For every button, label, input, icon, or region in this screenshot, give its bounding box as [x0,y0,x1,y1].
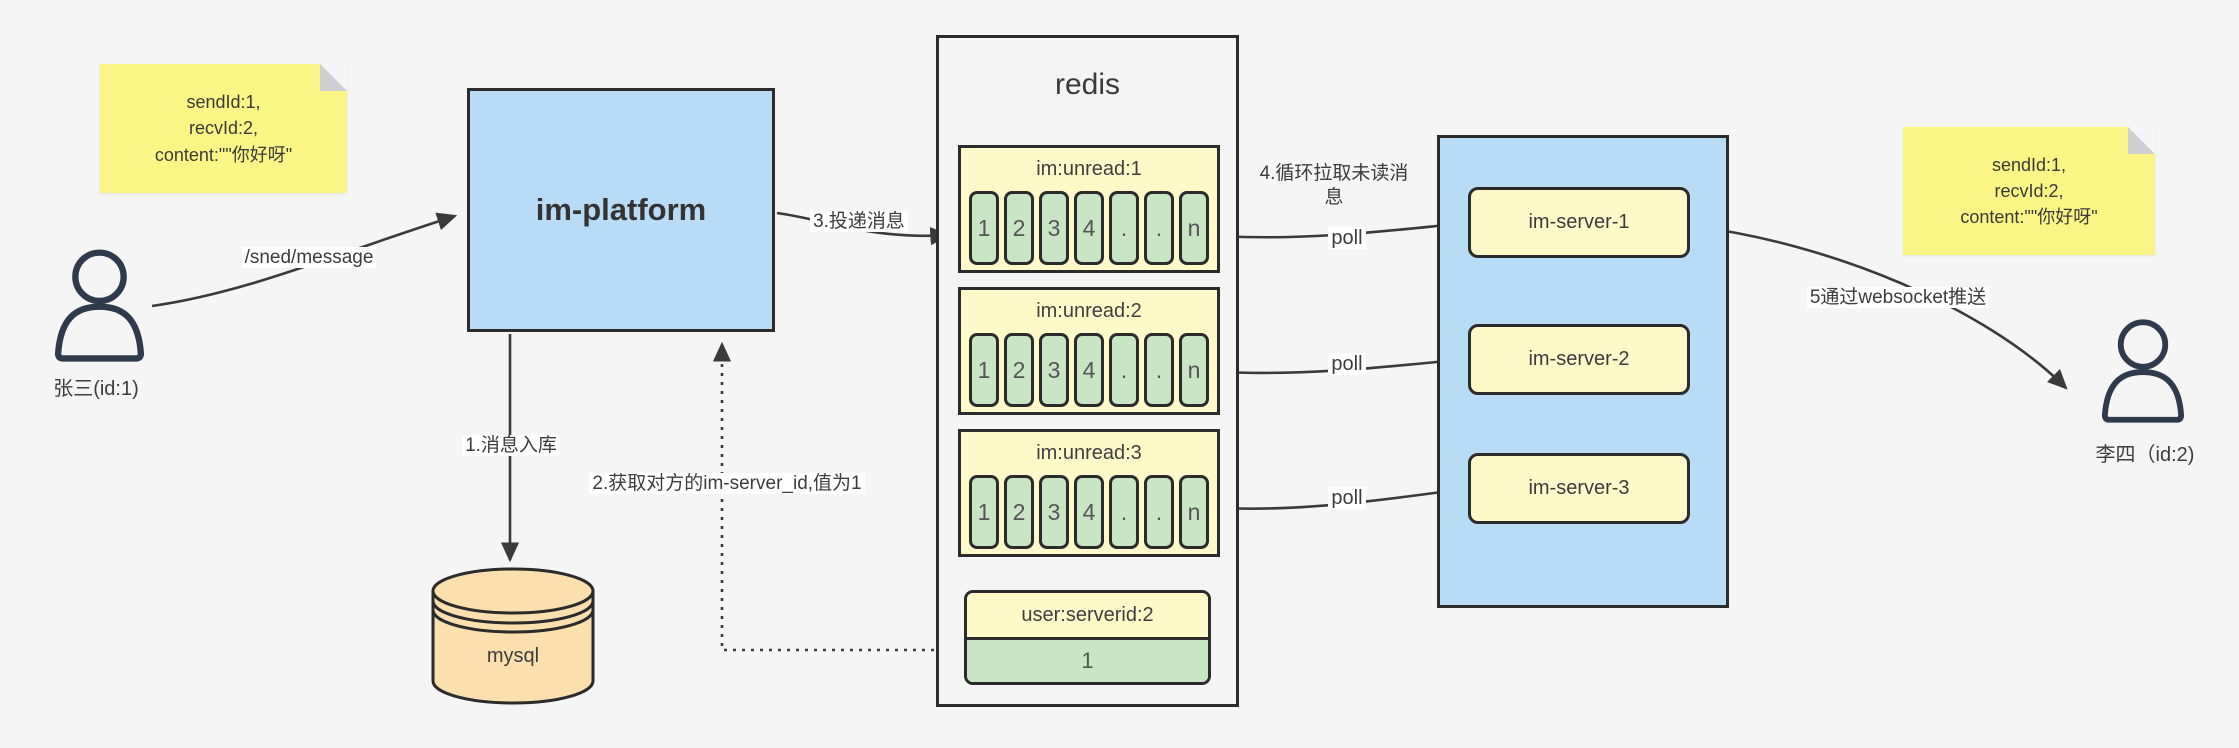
edge-label-step1: 1.消息入库 [454,434,568,458]
redis-title: redis [1054,68,1121,101]
im-server-2-box: im-server-2 [1468,324,1690,395]
im-server-1-label: im-server-1 [1528,211,1630,233]
edge-label-step4: 4.循环拉取未读消息 [1259,163,1409,208]
im-platform-label: im-platform [535,192,707,227]
person-icon-receiver [2101,319,2185,423]
redis-kv-user-serverid: user:serverid:2 1 [964,590,1211,685]
queue-cells: 1 2 3 4 . . n [961,333,1217,407]
im-server-1-box: im-server-1 [1468,187,1690,258]
queue-cell: . [1109,191,1139,265]
redis-queue-unread-1: im:unread:1 1 2 3 4 . . n [958,145,1220,273]
queue-cell: . [1109,333,1139,407]
queue-cell: 2 [1004,333,1034,407]
lookup-serverid-dashed-arrow [712,341,961,652]
queue-title: im:unread:3 [1036,442,1142,464]
mysql-label: mysql [486,645,540,667]
queue-cell: n [1179,191,1209,265]
queue-cell: 1 [969,333,999,407]
im-platform-box: im-platform [467,88,775,332]
queue-cell: 2 [1004,191,1034,265]
queue-cell: 3 [1039,191,1069,265]
edge-label-poll-3: poll [1320,486,1374,511]
kv-value: 1 [967,640,1208,682]
queue-title: im:unread:1 [1036,158,1142,180]
edge-label-poll-2: poll [1320,352,1374,377]
edge-label-step2: 2.获取对方的im-server_id,值为1 [572,472,882,496]
queue-cell: . [1144,191,1174,265]
note-fold-icon [2128,127,2155,154]
sender-label: 张三(id:1) [53,378,139,400]
im-server-3-box: im-server-3 [1468,453,1690,524]
edge-label-step3: 3.投递消息 [806,210,912,234]
queue-cell: 4 [1074,191,1104,265]
redis-queue-unread-2: im:unread:2 1 2 3 4 . . n [958,287,1220,415]
edge-label-step5: 5通过websocket推送 [1790,286,2006,310]
note-line: recvId:2, [188,118,259,139]
edge-label-poll-1: poll [1320,226,1374,251]
kv-key: user:serverid:2 [967,593,1208,640]
queue-cell: 3 [1039,475,1069,549]
queue-cells: 1 2 3 4 . . n [961,475,1217,549]
redis-queue-unread-3: im:unread:3 1 2 3 4 . . n [958,429,1220,557]
queue-cell: . [1109,475,1139,549]
edge-label-send-api: /sned/message [234,246,384,270]
note-line: sendId:1, [1991,154,2067,175]
queue-cell: 1 [969,475,999,549]
queue-title: im:unread:2 [1036,300,1142,322]
queue-cell: n [1179,333,1209,407]
note-line: sendId:1, [186,92,261,113]
note-fold-icon [320,64,347,91]
queue-cell: . [1144,333,1174,407]
queue-cells: 1 2 3 4 . . n [961,191,1217,265]
queue-cell: 4 [1074,475,1104,549]
note-line: content:""你好呀" [1960,207,2098,228]
im-server-2-label: im-server-2 [1528,348,1630,370]
queue-cell: 2 [1004,475,1034,549]
note-line: content:""你好呀" [154,144,293,165]
person-icon-sender [54,249,145,362]
sticky-note-receiver-payload: sendId:1, recvId:2, content:""你好呀" [1903,127,2155,255]
queue-cell: 4 [1074,333,1104,407]
receiver-label: 李四（id:2) [2095,444,2195,466]
note-line: recvId:2, [1994,180,2064,201]
queue-cell: n [1179,475,1209,549]
im-server-3-label: im-server-3 [1528,477,1630,499]
queue-cell: . [1144,475,1174,549]
queue-cell: 1 [969,191,999,265]
sticky-note-sender-payload: sendId:1, recvId:2, content:""你好呀" [100,64,347,193]
mysql-cylinder-icon [431,567,595,705]
queue-cell: 3 [1039,333,1069,407]
